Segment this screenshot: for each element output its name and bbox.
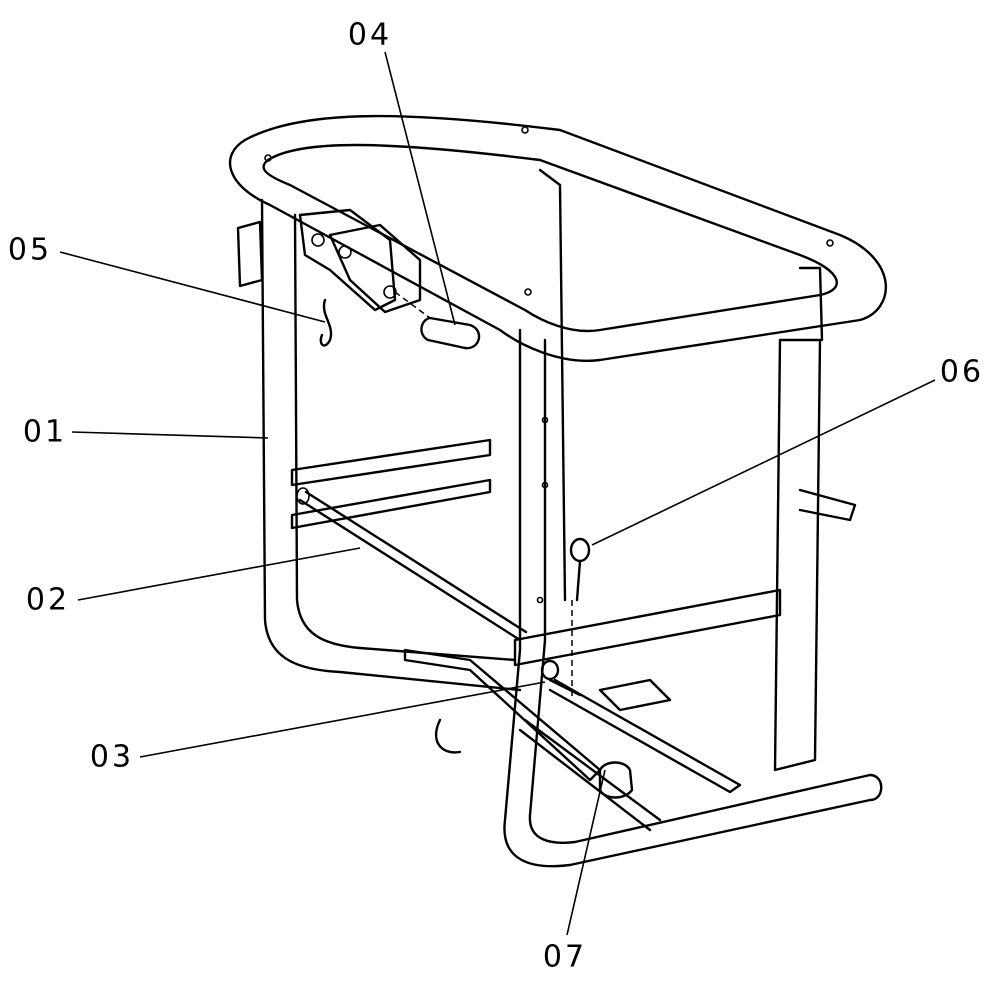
crossbars [290, 438, 782, 832]
left-frame [236, 198, 522, 692]
front-frame [503, 168, 883, 868]
label-02: 02 [25, 582, 71, 618]
label-03: 03 [89, 739, 135, 775]
small-parts [319, 291, 634, 799]
top-rail [228, 114, 888, 362]
label-04: 04 [347, 17, 393, 53]
label-05: 05 [7, 232, 53, 268]
label-01: 01 [22, 414, 68, 450]
label-06: 06 [939, 354, 985, 390]
leader-lines [59, 51, 936, 936]
label-07: 07 [542, 939, 588, 975]
